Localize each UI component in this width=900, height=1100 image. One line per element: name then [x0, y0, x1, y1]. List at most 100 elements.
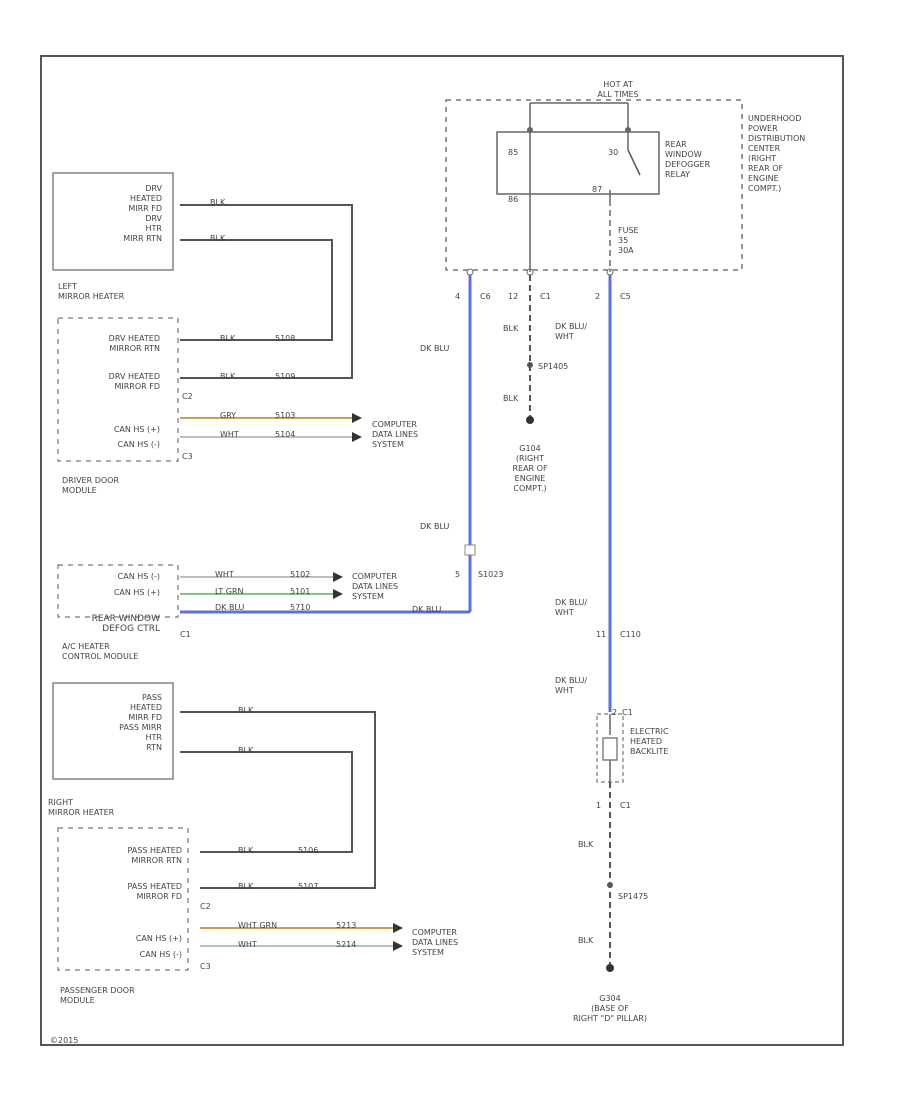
relay-pin-85: 85 [508, 148, 519, 157]
wire-rm-rtn [180, 751, 353, 853]
pdm-circuit-4: 5214 [336, 940, 357, 949]
splice-sp1475: SP1475 [618, 892, 649, 901]
connector-c1-top: C1 [540, 292, 551, 301]
ac-rear-window-defog: REAR WINDOW DEFOG CTRL [91, 614, 160, 634]
ddm-connector-c3: C3 [182, 452, 193, 461]
ddm-computer-data-lines: COMPUTER DATA LINES SYSTEM [372, 420, 419, 449]
pdm-circuit-2: 5107 [298, 882, 319, 891]
pdm-wire-color-1: BLK [238, 846, 254, 855]
backlite-connector-c1: C1 [620, 801, 631, 810]
passenger-door-module-name: PASSENGER DOOR MODULE [60, 986, 135, 1005]
ac-wire-color-1: WHT [215, 570, 234, 579]
driver-door-module-name: DRIVER DOOR MODULE [62, 476, 120, 495]
ac-circuit-1: 5102 [290, 570, 311, 579]
ground-g304: G304 (BASE OF RIGHT "D" PILLAR) [572, 994, 648, 1023]
left-mirror-heater-name: LEFT MIRROR HEATER [58, 282, 125, 301]
pdm-computer-data-lines: COMPUTER DATA LINES SYSTEM [412, 928, 459, 957]
right-mirror-heater-name: RIGHT MIRROR HEATER [48, 798, 115, 817]
backlite-pin-2: 2 [612, 708, 618, 717]
pin-12: 12 [508, 292, 519, 301]
fuse-label: FUSE 35 30A [618, 226, 639, 255]
backlite-pin-1: 1 [596, 801, 602, 810]
wire-color-blk-rm1: BLK [238, 706, 254, 715]
driver-door-module-box [57, 317, 179, 462]
ac-module-box [57, 564, 179, 618]
relay-pin-86: 86 [508, 195, 519, 204]
ddm-can-low: CAN HS (-) [117, 440, 160, 449]
right-mirror-heater-box [52, 682, 174, 780]
ddm-circuit-4: 5104 [275, 430, 296, 439]
pdm-wire-color-2: BLK [238, 882, 254, 891]
ddm-circuit-1: 5108 [275, 334, 296, 343]
ddm-connector-c2: C2 [182, 392, 193, 401]
pdm-circuit-1: 5106 [298, 846, 319, 855]
connector-c6: C6 [480, 292, 491, 301]
right-mirror-pins: PASS HEATED MIRR FD PASS MIRR HTR RTN [119, 693, 162, 752]
pdm-wire-color-3: WHT GRN [238, 921, 278, 930]
connector-c5: C5 [620, 292, 631, 301]
diagram-frame [40, 55, 844, 1046]
ac-wire-color-3: DK BLU [215, 603, 245, 612]
ac-can-high: CAN HS (+) [113, 588, 160, 597]
ac-wire-color-4: DK BLU [412, 605, 442, 614]
wire-color-blk-3: BLK [578, 840, 594, 849]
ac-computer-data-lines: COMPUTER DATA LINES SYSTEM [352, 572, 399, 601]
ac-wire-color-2: LT GRN [215, 587, 244, 596]
pdm-rtn-label: PASS HEATED MIRROR RTN [127, 846, 182, 865]
footer-copyright: ©2015 [50, 1036, 79, 1045]
wire-color-dkblu-wht-2: DK BLU/ WHT [555, 598, 588, 617]
wire-color-dkblu-2: DK BLU [420, 522, 450, 531]
wire-color-blk-4: BLK [578, 936, 594, 945]
pdm-can-high: CAN HS (+) [135, 934, 182, 943]
left-mirror-heater-box [52, 172, 174, 271]
wire-lm-fd [180, 204, 353, 379]
ground-g104: G104 (RIGHT REAR OF ENGINE COMPT.) [512, 444, 548, 493]
wire-color-dkblu-wht-3: DK BLU/ WHT [555, 676, 588, 695]
ac-connector-c1: C1 [180, 630, 191, 639]
ac-circuit-3: 5710 [290, 603, 311, 612]
wire-color-dkblu-1: DK BLU [420, 344, 450, 353]
pdm-connector-c2: C2 [200, 902, 211, 911]
pin-2: 2 [595, 292, 601, 301]
wire-rm-fd [180, 711, 376, 889]
wire-lm-rtn [180, 239, 333, 341]
wire-color-dkblu-wht-1: DK BLU/ WHT [555, 322, 588, 341]
connector-c110: C110 [620, 630, 641, 639]
passenger-door-module-box [57, 827, 189, 971]
ddm-wire-color-4: WHT [220, 430, 239, 439]
left-mirror-pins: DRV HEATED MIRR FD DRV HTR MIRR RTN [123, 184, 162, 243]
ddm-circuit-2: 5109 [275, 372, 296, 381]
ac-circuit-2: 5101 [290, 587, 311, 596]
ddm-rtn-label: DRV HEATED MIRROR RTN [108, 334, 160, 353]
pdm-fd-label: PASS HEATED MIRROR FD [127, 882, 182, 901]
pdm-connector-c3: C3 [200, 962, 211, 971]
relay-name-label: REAR WINDOW DEFOGGER RELAY [665, 140, 711, 179]
ddm-circuit-3: 5103 [275, 411, 296, 420]
pdm-circuit-3: 5213 [336, 921, 357, 930]
splice-s1023: S1023 [478, 570, 504, 579]
backlite-name: ELECTRIC HEATED BACKLITE [630, 727, 669, 756]
pdm-can-low: CAN HS (-) [139, 950, 182, 959]
underhood-box [445, 99, 743, 271]
c110-pin: 11 [596, 630, 607, 639]
ddm-wire-color-2: BLK [220, 372, 236, 381]
backlite-connector: C1 [622, 708, 633, 717]
relay-pin-30: 30 [608, 148, 619, 157]
ac-can-low: CAN HS (-) [117, 572, 160, 581]
wire-color-blk-1: BLK [503, 324, 519, 333]
splice-pin: 5 [455, 570, 461, 579]
ddm-fd-label: DRV HEATED MIRROR FD [108, 372, 160, 391]
wire-color-blk-lm2: BLK [210, 234, 226, 243]
relay-pin-87: 87 [592, 185, 603, 194]
underhood-block-label: UNDERHOOD POWER DISTRIBUTION CENTER (RIG… [748, 114, 806, 193]
splice-sp1405: SP1405 [538, 362, 569, 371]
wire-color-blk-2: BLK [503, 394, 519, 403]
hot-at-label: HOT AT ALL TIMES [597, 80, 639, 99]
ac-module-name: A/C HEATER CONTROL MODULE [62, 642, 139, 661]
ddm-can-high: CAN HS (+) [113, 425, 160, 434]
relay-box [496, 131, 660, 195]
pdm-wire-color-4: WHT [238, 940, 257, 949]
pin-4: 4 [455, 292, 461, 301]
relay-switch [627, 149, 641, 176]
